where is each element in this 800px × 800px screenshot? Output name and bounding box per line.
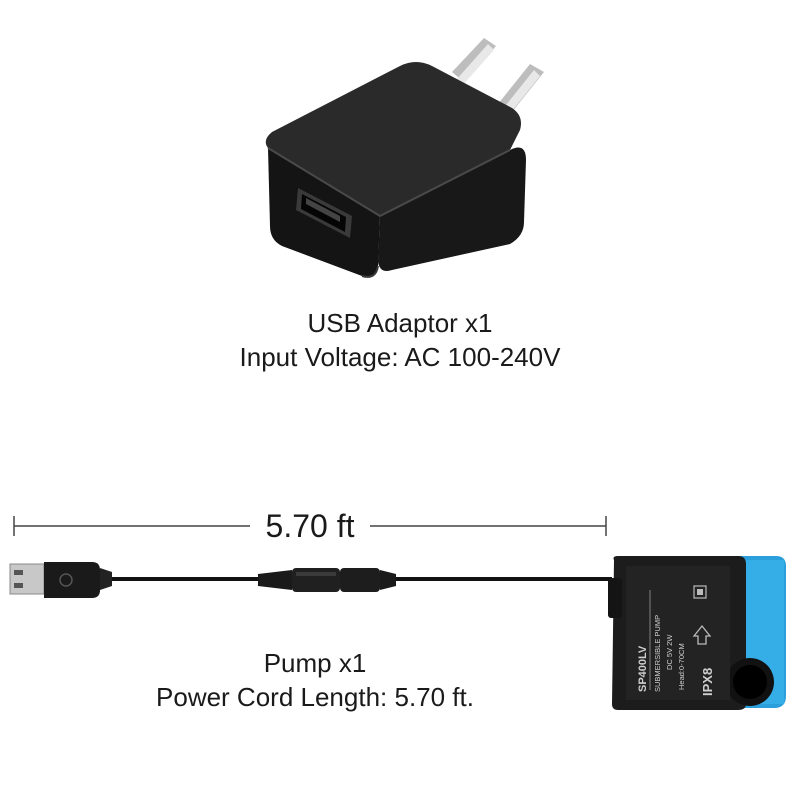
- cord-length-label: 5.70 ft: [250, 508, 370, 544]
- pump-caption: Pump x1 Power Cord Length: 5.70 ft.: [15, 646, 615, 714]
- adaptor-spec: Input Voltage: AC 100-240V: [239, 342, 561, 372]
- usb-port: [296, 188, 352, 238]
- pump-type-text: SUBMERSIBLE PUMP: [653, 615, 662, 692]
- usb-symbol-icon: [59, 573, 73, 587]
- flow-arrow-icon: [692, 624, 712, 645]
- adaptor-caption: USB Adaptor x1 Input Voltage: AC 100-240…: [0, 306, 800, 374]
- power-cord: [9, 562, 612, 598]
- pump-model-text: SP400LV: [637, 645, 649, 692]
- usb-plug: [9, 562, 112, 598]
- pump-spec: Power Cord Length: 5.70 ft.: [156, 682, 474, 712]
- usb-adaptor: [265, 38, 544, 278]
- adaptor-name: USB Adaptor x1: [307, 308, 493, 338]
- inline-connector: [258, 568, 396, 592]
- submersible-pump: SP400LV SUBMERSIBLE PUMP DC 5V 2W Head:0…: [608, 556, 786, 710]
- pump-name: Pump x1: [263, 648, 367, 678]
- pump-head-text: Head:0-70CM: [677, 643, 686, 690]
- pump-rating-text: IPX8: [700, 668, 715, 696]
- pump-power-text: DC 5V 2W: [665, 634, 674, 670]
